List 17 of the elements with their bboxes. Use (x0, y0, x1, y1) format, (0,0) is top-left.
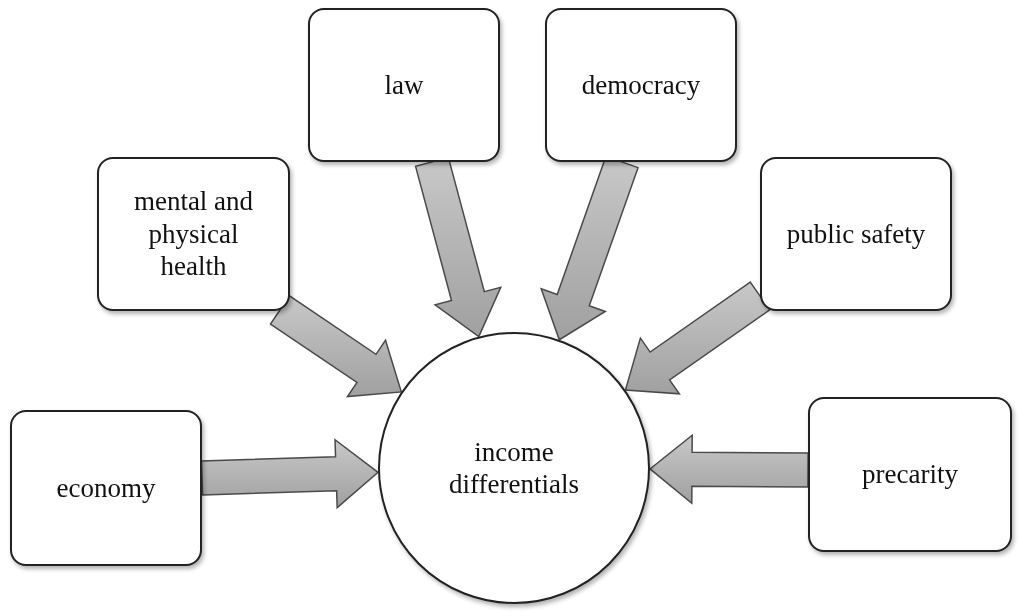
rounded-box (808, 397, 1012, 552)
block-arrow (648, 433, 809, 505)
node-label: public safety (785, 217, 927, 251)
rounded-box (760, 157, 952, 311)
block-arrow (269, 294, 403, 398)
node-label: democracy (580, 68, 702, 102)
node-label: economy (55, 471, 157, 505)
node-label: income differentials (448, 435, 580, 501)
node-label: law (383, 68, 425, 102)
node-label: precarity (861, 458, 959, 492)
rounded-box (97, 157, 290, 311)
node-label: mental and physical health (132, 185, 255, 284)
block-arrow (200, 438, 380, 510)
block-arrow (624, 281, 771, 395)
rounded-box (545, 8, 737, 162)
rounded-box (308, 8, 500, 162)
rounded-box (10, 410, 202, 566)
